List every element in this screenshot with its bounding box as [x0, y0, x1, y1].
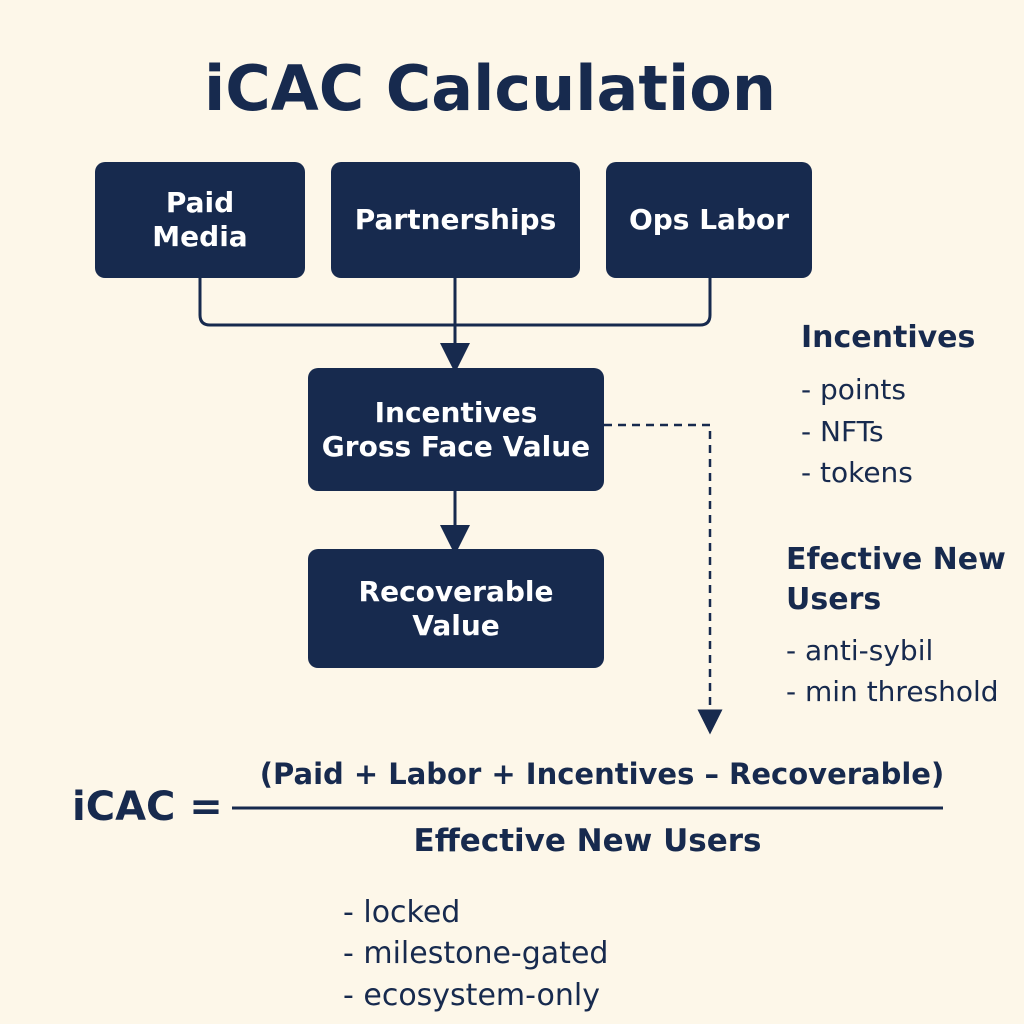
dashed-arrow-to-formula [604, 423, 723, 735]
box-label: Gross Face Value [321, 429, 591, 463]
box-label: Media [152, 220, 248, 253]
page-title: iCAC Calculation [203, 52, 777, 125]
box-label: Paid [165, 186, 235, 219]
incentives-note-item: - points [801, 373, 906, 406]
incentives-note-item: - NFTs [801, 415, 884, 448]
box-label: Partnerships [354, 203, 557, 236]
recoverable-note-item: - ecosystem-only [343, 978, 600, 1013]
incentives-note-item: - tokens [801, 456, 913, 489]
ops-labor-box: Ops Labor [606, 162, 812, 278]
partnerships-box: Partnerships [331, 162, 580, 278]
users-note-heading: Users [786, 582, 882, 617]
formula-denominator: Effective New Users [413, 823, 762, 859]
box-label: Incentives [374, 395, 538, 429]
recoverable-note-item: - milestone-gated [343, 936, 609, 971]
formula-lhs: iCAC = [72, 784, 223, 830]
formula-numerator: (Paid + Labor + Incentives – Recoverable… [259, 757, 945, 791]
users-note-item: - min threshold [786, 675, 999, 708]
users-note-heading: Efective New [786, 542, 1006, 577]
incentives-note-heading: Incentives [801, 320, 976, 355]
users-note-item: - anti-sybil [786, 634, 934, 667]
box-label: Ops Labor [628, 203, 790, 236]
box-label: Recoverable [358, 574, 554, 608]
box-label: Value [412, 608, 500, 642]
recoverable-note-item: - locked [343, 895, 461, 930]
